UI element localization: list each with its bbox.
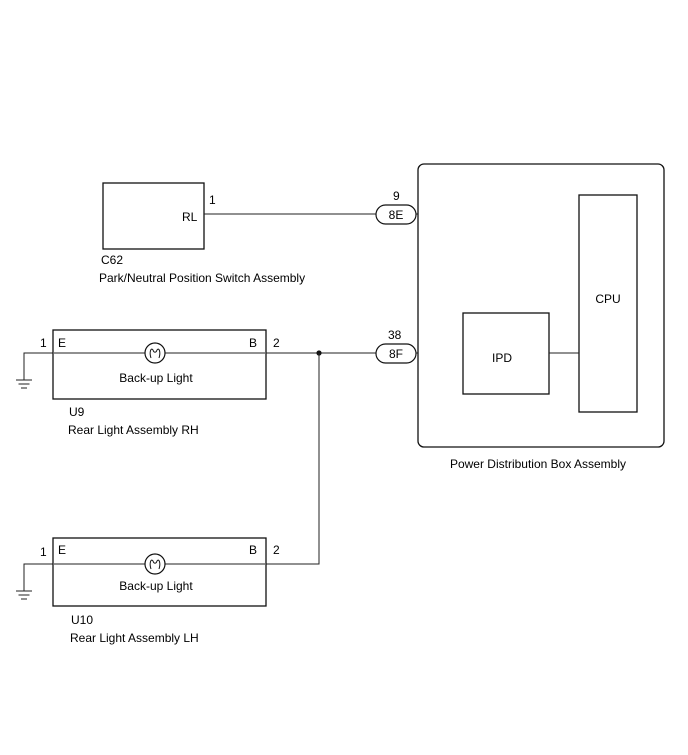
power-box-name: Power Distribution Box Assembly <box>450 457 626 471</box>
rear-light-rh: 1 E B 2 Back-up Light U9 Rear Light Asse… <box>16 329 280 437</box>
rh-code: U9 <box>69 405 85 419</box>
connector-8e-shape <box>375 204 417 225</box>
rh-box <box>52 329 267 400</box>
switch-code: C62 <box>101 253 123 267</box>
bulb-icon <box>144 553 166 575</box>
ipd-label: IPD <box>492 351 512 365</box>
ipd-block <box>462 312 550 395</box>
connector-8e-label: 8E <box>389 208 404 222</box>
rh-pin-left-label: E <box>58 336 66 350</box>
rh-name: Rear Light Assembly RH <box>68 423 199 437</box>
connector-8f: 38 8F <box>375 328 417 364</box>
lh-lamp-label: Back-up Light <box>119 579 193 593</box>
connector-8e-pin: 9 <box>393 189 400 203</box>
connector-8f-label: 8F <box>389 347 403 361</box>
rh-pin-right-label: B <box>249 336 257 350</box>
power-distribution-box: CPU IPD Power Distribution Box Assembly <box>417 163 665 471</box>
lh-ground-wire <box>23 563 54 591</box>
cpu-label: CPU <box>595 292 620 306</box>
wire-junction-to-lh <box>266 353 320 565</box>
rear-light-lh: 1 E B 2 Back-up Light U10 Rear Light Ass… <box>16 537 280 645</box>
lh-pin-right-label: B <box>249 543 257 557</box>
lh-name: Rear Light Assembly LH <box>70 631 199 645</box>
lh-pin-right-number: 2 <box>273 543 280 557</box>
cpu-block <box>578 194 638 413</box>
park-neutral-switch: 1 RL C62 Park/Neutral Position Switch As… <box>99 182 305 285</box>
switch-pin-number: 1 <box>209 193 216 207</box>
rh-pin-left-number: 1 <box>40 336 47 350</box>
lh-pin-left-label: E <box>58 543 66 557</box>
lh-code: U10 <box>71 613 93 627</box>
switch-name: Park/Neutral Position Switch Assembly <box>99 271 305 285</box>
lh-pin-left-number: 1 <box>40 545 47 559</box>
connector-8e: 9 8E <box>375 189 417 225</box>
switch-pin-label: RL <box>182 210 198 224</box>
switch-box <box>102 182 205 250</box>
connector-8f-pin: 38 <box>388 328 402 342</box>
rh-lamp-label: Back-up Light <box>119 371 193 385</box>
rh-pin-right-number: 2 <box>273 336 280 350</box>
bulb-icon <box>144 342 166 364</box>
rh-ground-wire <box>23 352 54 380</box>
